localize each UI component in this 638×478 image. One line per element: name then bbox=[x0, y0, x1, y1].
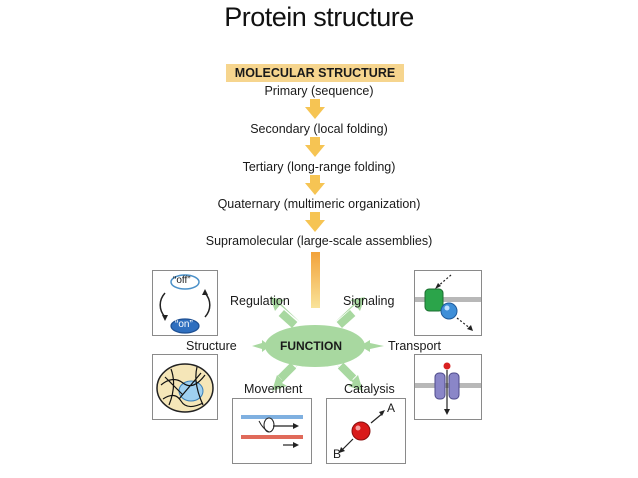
catalysis-label-a: A bbox=[387, 401, 396, 415]
level-arrow-4 bbox=[305, 212, 325, 232]
catalysis-panel: A B bbox=[326, 398, 406, 464]
stem-arrow bbox=[311, 252, 320, 308]
label-signaling: Signaling bbox=[343, 294, 395, 308]
arrow-to-transport bbox=[360, 340, 384, 352]
transport-panel bbox=[414, 354, 482, 420]
page-title: Protein structure bbox=[224, 2, 414, 32]
transport-channel-icon bbox=[415, 362, 481, 415]
off-state-label: “off” bbox=[173, 275, 191, 286]
label-structure: Structure bbox=[186, 339, 237, 353]
level-primary: Primary (sequence) bbox=[264, 84, 374, 98]
regulation-cycle-icon bbox=[159, 274, 211, 334]
signaling-panel bbox=[414, 270, 482, 336]
structure-cytoskeleton-icon bbox=[156, 363, 214, 413]
arrow-to-structure bbox=[252, 340, 270, 352]
catalysis-enzyme-icon bbox=[339, 410, 385, 453]
function-ellipse bbox=[265, 325, 365, 367]
function-label: FUNCTION bbox=[280, 339, 342, 353]
regulation-panel: “off” “on” bbox=[152, 270, 218, 336]
level-arrow-3 bbox=[305, 175, 325, 195]
arrow-to-regulation bbox=[270, 297, 300, 322]
movement-motor-icon bbox=[241, 415, 303, 448]
level-arrow-1 bbox=[305, 99, 325, 119]
structure-panel bbox=[152, 354, 218, 420]
level-arrow-2 bbox=[305, 137, 325, 157]
catalysis-label-b: B bbox=[333, 447, 342, 461]
arrow-to-signaling bbox=[335, 297, 365, 322]
label-movement: Movement bbox=[244, 382, 303, 396]
on-state-label: “on” bbox=[175, 319, 193, 330]
molecular-structure-header: MOLECULAR STRUCTURE bbox=[226, 64, 404, 82]
level-supramolecular: Supramolecular (large-scale assemblies) bbox=[205, 234, 433, 248]
signaling-receptor-icon bbox=[415, 274, 481, 331]
label-transport: Transport bbox=[388, 339, 442, 353]
level-tertiary: Tertiary (long-range folding) bbox=[242, 160, 396, 174]
level-quaternary: Quaternary (multimeric organization) bbox=[217, 197, 421, 211]
label-regulation: Regulation bbox=[230, 294, 290, 308]
movement-panel bbox=[232, 398, 312, 464]
level-secondary: Secondary (local folding) bbox=[250, 122, 388, 136]
label-catalysis: Catalysis bbox=[344, 382, 395, 396]
